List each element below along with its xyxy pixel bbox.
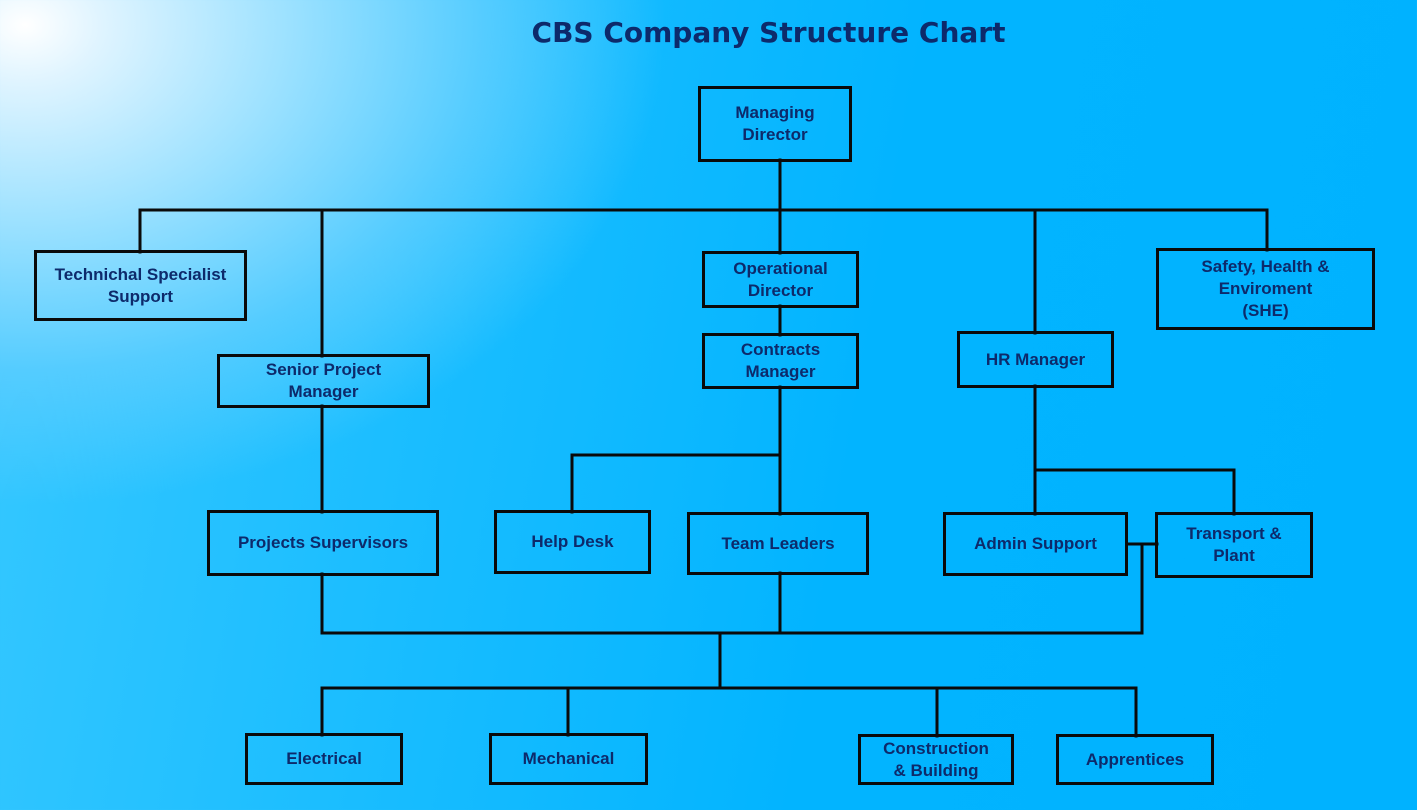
node-label: Construction & Building — [883, 738, 989, 780]
hr-manager-box: HR Manager — [957, 331, 1114, 388]
node-label: Mechanical — [522, 749, 615, 768]
admin-support-box: Admin Support — [943, 512, 1128, 576]
chart-title: CBS Company Structure Chart — [531, 16, 1006, 49]
node-label: Admin Support — [974, 534, 1097, 553]
projects-supervisors-box: Projects Supervisors — [207, 510, 439, 576]
construction-building-box: Construction & Building — [858, 734, 1014, 785]
team-leaders-box: Team Leaders — [687, 512, 869, 575]
she-box: Safety, Health & Enviroment (SHE) — [1156, 248, 1375, 330]
node-label: Technichal Specialist Support — [54, 264, 227, 306]
node-label: HR Manager — [985, 349, 1086, 369]
node-label: Transport & Plant — [1186, 524, 1282, 565]
transport-plant-box: Transport & Plant — [1155, 512, 1313, 578]
apprentices-box: Apprentices — [1056, 734, 1214, 785]
technical-specialist-box: Technichal Specialist Support — [34, 250, 247, 321]
node-label: Managing Director — [735, 103, 815, 144]
node-label: Apprentices — [1085, 749, 1185, 769]
node-label: Help Desk — [531, 532, 614, 551]
node-label: Projects Supervisors — [237, 533, 409, 552]
node-label: Contracts Manager — [740, 340, 821, 381]
node-label: Senior Project Manager — [265, 360, 382, 401]
help-desk-box: Help Desk — [494, 510, 651, 574]
node-label: Electrical — [286, 749, 362, 768]
managing-director-box: Managing Director — [698, 86, 852, 162]
node-label: Safety, Health & Enviroment (SHE) — [1201, 257, 1330, 320]
contracts-manager-box: Contracts Manager — [702, 333, 859, 389]
electrical-box: Electrical — [245, 733, 403, 785]
senior-project-manager-box: Senior Project Manager — [217, 354, 430, 408]
mechanical-box: Mechanical — [489, 733, 648, 785]
node-label: Operational Director — [733, 258, 828, 300]
node-label: Team Leaders — [721, 533, 835, 553]
operational-director-box: Operational Director — [702, 251, 859, 308]
